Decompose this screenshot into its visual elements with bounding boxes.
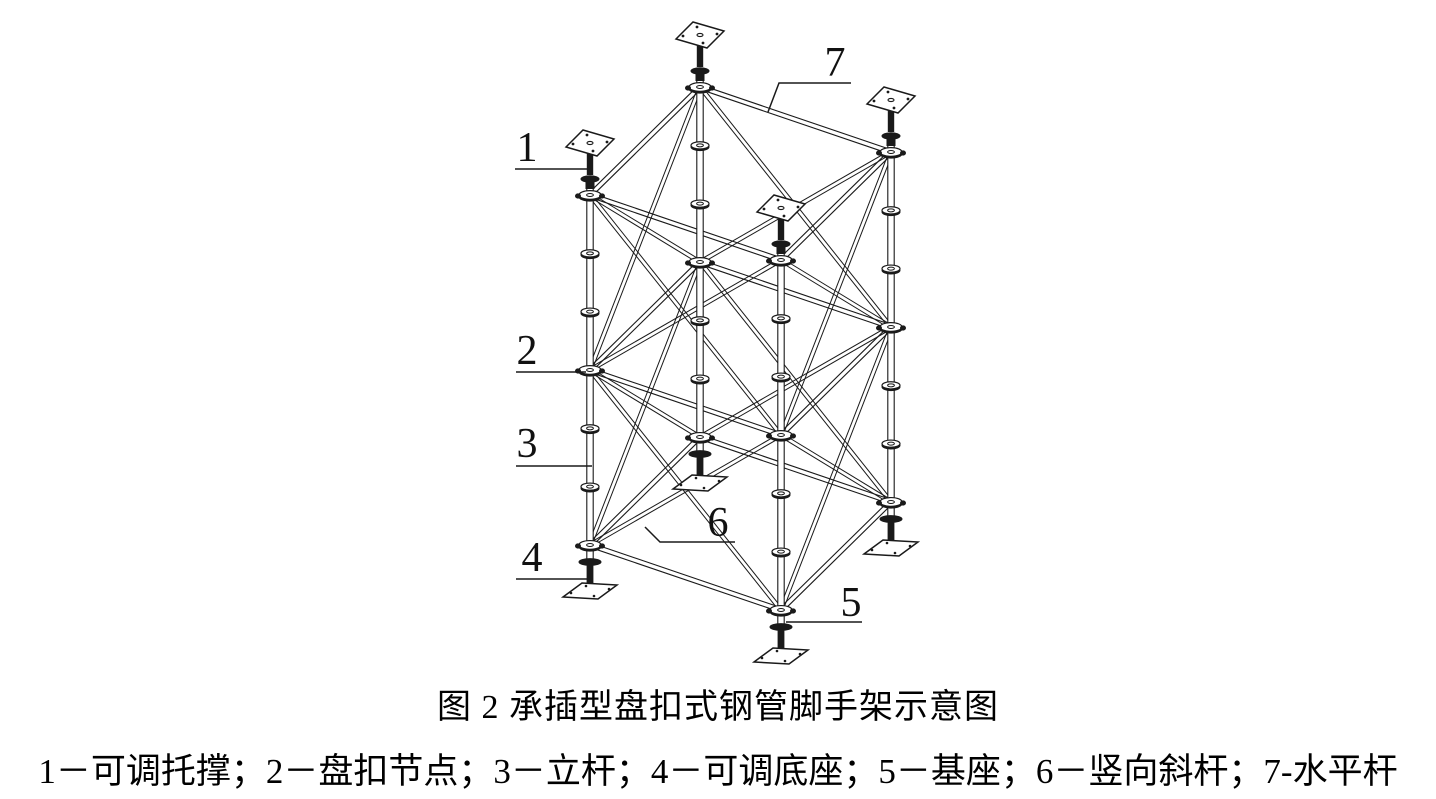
callout-7-leader [767, 82, 851, 113]
callout-2-label: 2 [517, 328, 538, 374]
callout-5-label: 5 [841, 580, 862, 626]
figure-caption: 图 2 承插型盘扣式钢管脚手架示意图 [437, 689, 999, 726]
figure-legend: 1－可调托撑；2－盘扣节点；3－立杆；4－可调底座；5－基座；6－竖向斜杆；7-… [38, 752, 1398, 791]
callout-1-label: 1 [517, 125, 538, 171]
callouts-layer: 1 2 3 4 5 6 7 [515, 40, 862, 626]
callout-7-label: 7 [825, 40, 846, 86]
callout-vertical-diagonal-brace: 6 [644, 500, 735, 546]
scaffold-diagram: 1 2 3 4 5 6 7 [515, 21, 921, 665]
callout-4-label: 4 [522, 535, 543, 581]
callout-adjustable-base: 4 [516, 535, 588, 581]
callout-rosette-node: 2 [516, 328, 586, 374]
callout-adjustable-top-support: 1 [515, 125, 588, 171]
callout-horizontal-bar: 7 [767, 40, 851, 113]
callout-3-label: 3 [517, 421, 538, 467]
callout-pedestal: 5 [786, 580, 862, 626]
scaffold-geometry [560, 21, 921, 665]
callout-standard-post: 3 [516, 421, 592, 467]
callout-6-leader [644, 526, 735, 543]
callout-6-label: 6 [708, 500, 729, 546]
